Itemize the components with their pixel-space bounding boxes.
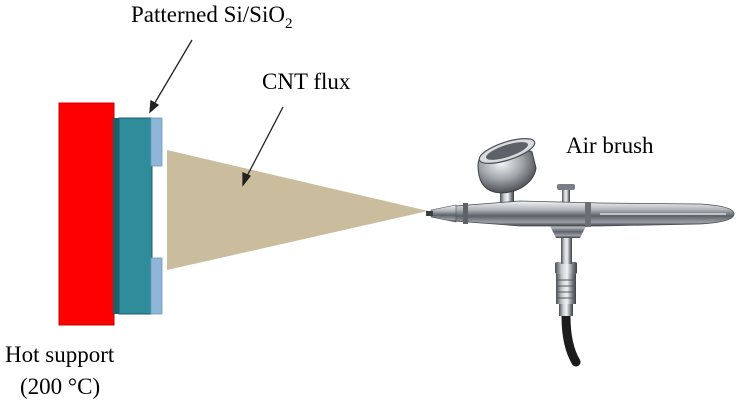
substrate-label: Patterned Si/SiO2 xyxy=(131,2,292,32)
support-label-line2: (200 °C) xyxy=(20,374,100,399)
support-label-line1: Hot support xyxy=(5,342,115,367)
substrate-label-subscript: 2 xyxy=(285,16,293,32)
sio2-pattern-top xyxy=(150,117,163,167)
sio2-pattern-bottom xyxy=(150,257,163,315)
substrate-arrow xyxy=(149,39,193,114)
hot-support xyxy=(58,102,115,326)
flux-label: CNT flux xyxy=(262,69,351,94)
airbrush-icon xyxy=(426,138,735,367)
substrate-label-main: Patterned Si/SiO xyxy=(131,2,285,27)
flux-arrow xyxy=(242,106,284,187)
cnt-flux-cone xyxy=(167,150,428,270)
airbrush-label: Air brush xyxy=(566,133,654,158)
substrate xyxy=(113,117,163,315)
